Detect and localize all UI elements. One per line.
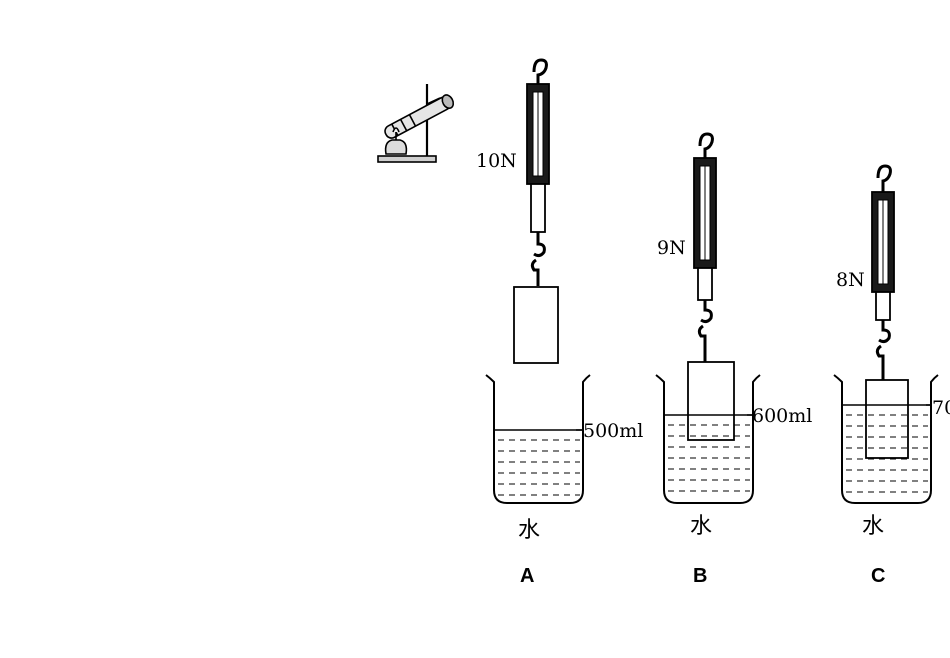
- setup-label-b: B: [693, 565, 707, 587]
- lower-hook-c: [875, 320, 891, 380]
- water-c: [846, 414, 928, 493]
- top-hook-c: [876, 164, 892, 192]
- lower-hook-a: [530, 232, 546, 286]
- beaker-a: [485, 374, 591, 504]
- top-hook-a: [532, 58, 548, 84]
- top-hook-b: [698, 132, 714, 158]
- block-c: [865, 379, 909, 459]
- liquid-label-b: 水: [690, 514, 712, 539]
- setup-b: [655, 132, 761, 504]
- setup-c: [833, 164, 939, 504]
- volume-b: 600ml: [752, 405, 812, 427]
- liquid-label-c: 水: [862, 514, 884, 539]
- beaker-c: [833, 374, 939, 504]
- block-a: [513, 286, 559, 364]
- water-b: [668, 424, 750, 492]
- block-b: [687, 361, 735, 441]
- lower-hook-b: [697, 300, 713, 362]
- volume-a: 500ml: [583, 420, 643, 442]
- setup-label-c: C: [871, 565, 885, 587]
- reading-c: 8N: [836, 269, 865, 291]
- beaker-b: [655, 374, 761, 504]
- liquid-label-a: 水: [518, 518, 540, 543]
- setup-a: [485, 58, 591, 504]
- lab-apparatus-illustration: [377, 84, 455, 163]
- volume-c: 70: [932, 397, 950, 419]
- water-a: [498, 439, 580, 496]
- setup-label-a: A: [520, 565, 534, 587]
- reading-b: 9N: [657, 237, 686, 259]
- reading-a: 10N: [476, 150, 517, 172]
